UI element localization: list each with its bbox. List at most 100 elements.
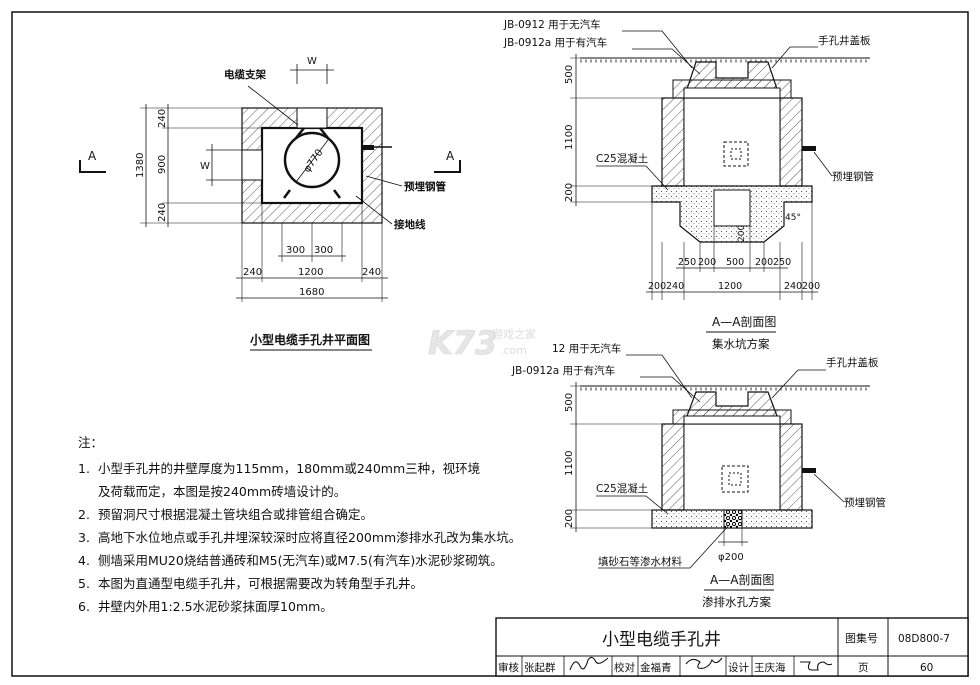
note-text: 高地下水位地点或手孔井埋深较深时应将直径200mm渗排水孔改为集水坑。 [98, 530, 522, 545]
s1-dim-row2-item: 200 [802, 281, 820, 292]
s2-ref-b: JB-0912a 用于有汽车 [511, 364, 615, 377]
note-text: 及荷载而定，本图是按240mm砖墙设计的。 [98, 484, 347, 499]
s2-label-fill: 填砂石等渗水材料 [598, 555, 682, 568]
s1-sump-pit [713, 189, 751, 227]
plan-embedded-pipe [362, 145, 374, 150]
tb-review-label: 审核 [498, 661, 519, 674]
s1-label-concrete: C25混凝土 [596, 152, 648, 165]
s1-title: A—A剖面图 [712, 315, 776, 329]
tb-page-no: 60 [920, 662, 933, 674]
plan-title: 小型电缆手孔井平面图 [250, 332, 370, 347]
plan-label-cable-support: 电缆支架 [224, 68, 266, 81]
note-item: 2.预留洞尺寸根据混凝土管块组合或排管组合确定。 [78, 503, 498, 526]
s1-ref-b: JB-0912a 用于有汽车 [503, 36, 607, 49]
s1-right-wall [779, 97, 803, 187]
plan-cut-label-right: A [446, 149, 455, 163]
note-number: 2. [78, 507, 90, 522]
s2-title: A—A剖面图 [710, 573, 774, 587]
title-block: 小型电缆手孔井 图集号 08D800-7 审核 张起群 校对 金福青 设计 王庆… [495, 617, 969, 677]
tb-reviewer-signature [569, 656, 609, 671]
sheet-border [11, 11, 969, 677]
s1-dim-row1-item: 250 [678, 257, 696, 268]
s2-right-wall [779, 423, 803, 511]
s1-dim-row1-item: 500 [726, 257, 744, 268]
s1-ref-a: JB-0912 用于无汽车 [503, 18, 601, 31]
s1-dim-row1-item: 200 [698, 257, 716, 268]
plan-dim-hole-a: 300 [286, 245, 305, 256]
plan-dim-bottom-left: 240 [243, 267, 262, 278]
s1-label-cover: 手孔井盖板 [818, 34, 871, 47]
s2-left-wall [661, 423, 685, 511]
tb-check-label: 校对 [614, 661, 635, 674]
plan-dim-w-side: W [200, 161, 210, 172]
s2-embedded-pipe [802, 468, 816, 473]
plan-label-ground-wire: 接地线 [394, 218, 426, 231]
note-number: 3. [78, 530, 90, 545]
plan-dim-w-top: W [307, 56, 317, 67]
s2-ref-a: 12 用于无汽车 [552, 342, 621, 355]
plan-dim-hole-b: 300 [314, 245, 333, 256]
plan-label-embedded-pipe: 预埋钢管 [404, 180, 446, 193]
s1-dim-row1-item: 250 [773, 257, 791, 268]
plan-dim-total-width: 1680 [299, 287, 324, 298]
tb-checker: 金福青 [640, 661, 672, 674]
plan-top-opening [296, 107, 328, 129]
s1-dims-row1: 250 200 500 200 250 [678, 257, 791, 268]
section-view-drain: 12 用于无汽车 JB-0912a 用于有汽车 手孔井盖板 C25混凝土 预埋钢… [511, 342, 886, 609]
note-text: 侧墙采用MU20烧结普通砖和M5(无汽车)或M7.5(有汽车)水泥砂浆砌筑。 [98, 553, 503, 568]
s1-dim-v2: 1100 [564, 125, 575, 150]
note-number: 1. [78, 461, 90, 476]
plan-left-opening [241, 149, 263, 181]
s1-dim-row1-item: 200 [755, 257, 773, 268]
s2-dim-v1: 500 [564, 393, 575, 412]
note-number: 6. [78, 599, 90, 614]
plan-cover-circle [283, 131, 341, 189]
s2-subtitle: 渗排水孔方案 [702, 595, 771, 609]
s2-label-concrete: C25混凝土 [596, 482, 648, 495]
tb-atlas-no: 08D800-7 [898, 633, 950, 645]
note-item: 及荷载而定，本图是按240mm砖墙设计的。 [78, 480, 498, 503]
s2-drain-hole [723, 509, 743, 529]
notes-heading: 注： [78, 435, 104, 450]
watermark-logo: K73 游戏之家 .com [428, 324, 536, 363]
plan-dim-total-height: 1380 [135, 153, 146, 178]
note-number: 5. [78, 576, 90, 591]
note-number: 4. [78, 553, 90, 568]
plan-view: φ770 电缆支架 预埋钢管 接地线 A A W W 1380 240 900 … [79, 56, 461, 351]
note-item: 4. 侧墙采用MU20烧结普通砖和M5(无汽车)或M7.5(有汽车)水泥砂浆砌筑。 [78, 549, 503, 572]
s2-chamber [683, 423, 781, 511]
tb-atlas-label: 图集号 [845, 631, 878, 645]
plan-dim-top-wall: 240 [157, 109, 168, 128]
watermark-url: .com [500, 344, 527, 357]
tb-design-label: 设计 [728, 661, 749, 674]
note-text: 小型手孔井的井壁厚度为115mm，180mm或240mm三种，视环境 [98, 461, 481, 476]
notes: 注： 1.小型手孔井的井壁厚度为115mm，180mm或240mm三种，视环境 … [78, 432, 521, 618]
s1-dims-row2: 200 240 1200 240 200 [648, 281, 820, 292]
s2-label-cover: 手孔井盖板 [826, 356, 879, 369]
s1-embedded-pipe [802, 146, 816, 151]
plan-dim-bottom-right: 240 [362, 267, 381, 278]
tb-designer: 王庆海 [754, 661, 786, 674]
s1-angle: 45° [785, 213, 801, 223]
s1-dim-pit: 200 [737, 225, 747, 242]
s1-dim-row2-item: 1200 [718, 281, 742, 292]
s2-drain-dia: φ200 [718, 552, 744, 563]
plan-dim-bottom-mid: 1200 [298, 267, 323, 278]
s1-left-wall [661, 97, 685, 187]
note-text: 井壁内外用1:2.5水泥砂浆抹面厚10mm。 [98, 599, 333, 614]
note-item: 3. 高地下水位地点或手孔井埋深较深时应将直径200mm渗排水孔改为集水坑。 [78, 526, 521, 549]
s1-dim-row2-item: 200 [648, 281, 666, 292]
note-item: 6. 井壁内外用1:2.5水泥砂浆抹面厚10mm。 [78, 595, 498, 618]
watermark-cn: 游戏之家 [492, 327, 536, 341]
watermark-logo-text: K73 [428, 324, 497, 362]
section-view-sump: JB-0912 用于无汽车 JB-0912a 用于有汽车 手孔井盖板 C25混凝… [503, 18, 874, 351]
s2-dim-v3: 200 [564, 509, 575, 528]
plan-dim-inner: 900 [157, 155, 168, 174]
tb-page-label: 页 [858, 662, 869, 674]
plan-cut-label-left: A [88, 149, 97, 163]
s1-dim-row2-item: 240 [784, 281, 802, 292]
s1-label-pipe: 预埋钢管 [832, 170, 874, 183]
tb-reviewer: 张起群 [524, 661, 556, 674]
s1-subtitle: 集水坑方案 [712, 337, 770, 351]
